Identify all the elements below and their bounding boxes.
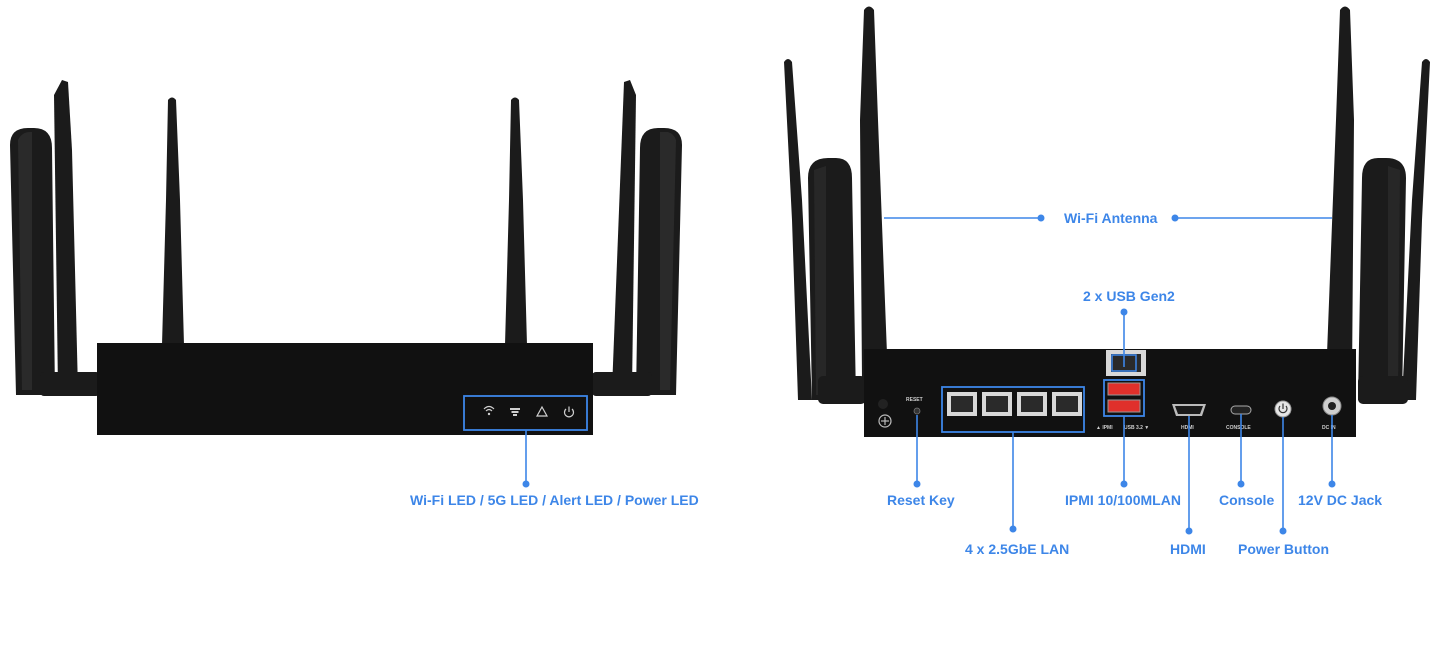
rear-tall-right-antenna xyxy=(1326,6,1354,380)
front-right-paddle-antenna xyxy=(612,80,682,395)
5g-signal-icon xyxy=(510,408,520,416)
reset-key-callout-label: Reset Key xyxy=(887,492,955,508)
wifi-antenna-callout-label: Wi-Fi Antenna xyxy=(1064,210,1158,226)
console-callout-label: Console xyxy=(1219,492,1275,508)
power-button-icon xyxy=(1274,400,1292,418)
console-port-label: CONSOLE xyxy=(1226,425,1251,431)
console-port xyxy=(1230,405,1252,415)
hdmi-callout-label: HDMI xyxy=(1170,541,1206,557)
front-chassis xyxy=(97,343,593,435)
front-left-paddle-antenna xyxy=(10,80,78,395)
dc-jack-callout-label: 12V DC Jack xyxy=(1298,492,1383,508)
lan-ports xyxy=(947,392,1082,416)
rear-view-device: RESET ▲ IPMI USB 3.2 ▼ xyxy=(784,6,1430,437)
rear-tall-left-antenna xyxy=(860,6,888,380)
reset-key xyxy=(913,407,921,415)
ipmi-callout-label: IPMI 10/100MLAN xyxy=(1065,492,1181,508)
power-icon xyxy=(563,406,575,418)
rear-right-paddle-antenna xyxy=(1358,158,1406,400)
led-callout-pointer xyxy=(463,395,588,488)
wifi-icon xyxy=(483,405,495,416)
dc-jack xyxy=(1322,396,1342,416)
alert-icon xyxy=(535,405,549,417)
usb-callout-label: 2 x USB Gen2 xyxy=(1083,288,1175,304)
front-inner-left-antenna xyxy=(162,97,184,345)
led-callout-label: Wi-Fi LED / 5G LED / Alert LED / Power L… xyxy=(410,492,699,508)
rear-callout-pointers xyxy=(884,214,1336,535)
dc-port-label: DC IN xyxy=(1322,425,1336,431)
ground-screw-icon xyxy=(878,399,892,428)
rear-left-paddle-antenna xyxy=(808,158,856,400)
ipmi-port-label: ▲ IPMI xyxy=(1096,425,1113,431)
usb-port-label: USB 3.2 ▼ xyxy=(1124,425,1149,431)
usb-ports xyxy=(1107,382,1141,413)
reset-port-label: RESET xyxy=(906,397,923,403)
hdmi-port xyxy=(1172,404,1206,416)
rear-far-right-antenna xyxy=(1402,59,1430,400)
rear-far-left-antenna xyxy=(784,59,812,400)
power-button-callout-label: Power Button xyxy=(1238,541,1329,557)
front-view-device xyxy=(10,80,682,435)
lan-callout-label: 4 x 2.5GbE LAN xyxy=(965,541,1070,557)
hdmi-port-label: HDMI xyxy=(1181,425,1194,431)
front-inner-right-antenna xyxy=(505,97,527,345)
